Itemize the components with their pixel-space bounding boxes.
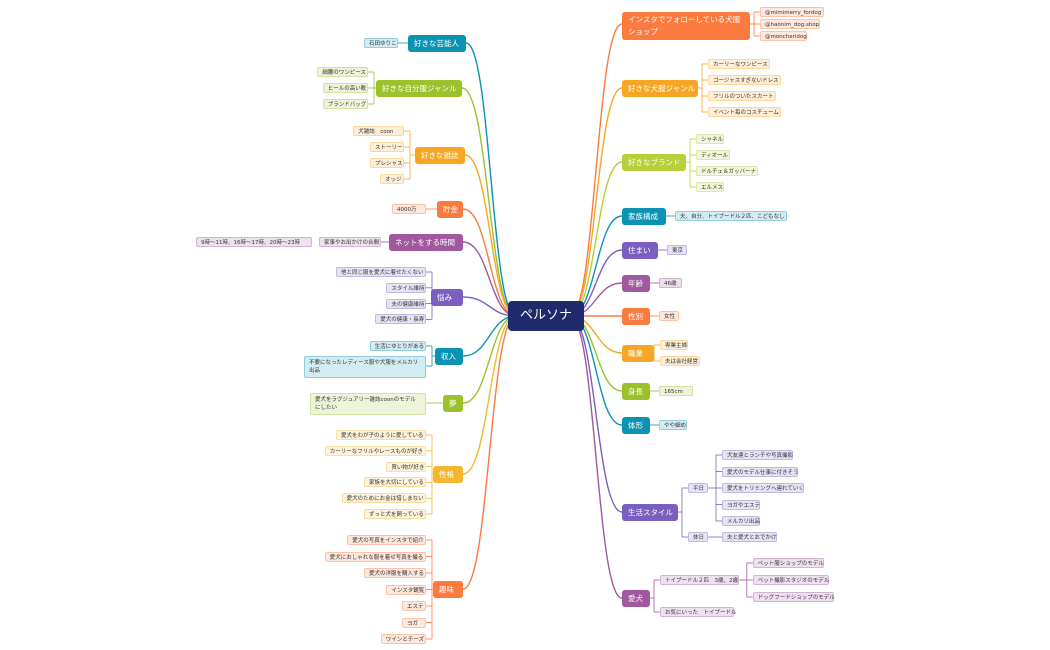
rbranch-4-leaf-0[interactable]: 東京 <box>667 245 687 255</box>
rbranch-2[interactable]: 好きなブランド <box>622 153 686 171</box>
rbranch-0-leaf-1[interactable]: @haonim_dog.shop <box>760 19 821 29</box>
rbranch-1-leaf-1[interactable]: ゴージャスすぎないドレス <box>708 75 782 85</box>
branch-6[interactable]: 収入 <box>435 347 463 365</box>
rbranch-10-group-0[interactable]: 平日 <box>688 483 708 493</box>
rbranch-1[interactable]: 好きな犬服ジャンル <box>622 79 698 97</box>
center-node[interactable]: ペルソナ <box>508 301 585 331</box>
rbranch-2-leaf-2[interactable]: ドルチェ＆ガッバーナ <box>696 166 758 176</box>
branch-5-leaf-2[interactable]: 夫の健康維持 <box>386 298 426 309</box>
rbranch-1-leaf-3[interactable]: イベント毎のコスチューム <box>708 107 782 117</box>
rbranch-1-leaf-2[interactable]: フリルのついたスカート <box>708 91 776 101</box>
branch-0-leaf-0[interactable]: 石田ゆりこ <box>364 38 398 48</box>
rbranch-5[interactable]: 年齢 <box>622 274 650 292</box>
rbranch-10-group-0-leaf-1[interactable]: 愛犬のモデル仕事に付きそう <box>722 466 799 477</box>
rbranch-10[interactable]: 生活スタイル <box>622 503 678 521</box>
rbranch-0-leaf-0[interactable]: @mimimerry_fordog <box>760 7 824 17</box>
branch-4[interactable]: ネットをする時間 <box>389 233 463 251</box>
connector-line <box>462 208 517 317</box>
branch-2-leaf-3[interactable]: オッジ <box>380 174 404 184</box>
connector-line <box>465 42 517 317</box>
rbranch-11[interactable]: 愛犬 <box>622 589 650 607</box>
rbranch-6-leaf-0[interactable]: 女性 <box>659 311 679 321</box>
rbranch-8-leaf-0[interactable]: 165cm <box>659 386 693 396</box>
branch-1[interactable]: 好きな自分服ジャンル <box>376 79 462 97</box>
rbranch-2-leaf-3[interactable]: エルメス <box>696 182 725 192</box>
rbranch-3[interactable]: 家族構成 <box>622 207 666 225</box>
rbranch-3-leaf-0[interactable]: 夫、自分、トイプードル２匹、こどもなし <box>675 211 788 221</box>
branch-5-leaf-3[interactable]: 愛犬の健康・長寿 <box>375 314 426 325</box>
branch-8-leaf-4[interactable]: 愛犬のためにお金は惜しまない <box>341 493 426 504</box>
branch-8-leaf-3[interactable]: 家族を大切にしている <box>364 477 426 488</box>
rbranch-0[interactable]: インスタでフォローしている犬服ショップ <box>622 12 750 40</box>
rbranch-11-group-0[interactable]: トイプードル２匹 3歳、2歳 <box>660 575 739 585</box>
branch-5-leaf-1[interactable]: スタイル維持 <box>386 282 426 293</box>
rbranch-9-leaf-0[interactable]: やや細め <box>659 420 688 430</box>
branch-8-leaf-1[interactable]: カーリーなフリルやレースものが好き <box>324 445 426 456</box>
branch-0[interactable]: 好きな芸能人 <box>408 34 466 52</box>
connector-line <box>462 315 517 590</box>
branch-3[interactable]: 貯金 <box>437 200 463 218</box>
branch-9-leaf-4[interactable]: エステ <box>402 601 426 611</box>
branch-2[interactable]: 好きな雑誌 <box>415 146 465 164</box>
rbranch-10-group-0-leaf-2[interactable]: 愛犬をトリミングへ連れていく <box>722 483 804 493</box>
branch-5[interactable]: 悩み <box>431 288 463 306</box>
branch-9-leaf-6[interactable]: ワインとチーズ <box>380 634 426 644</box>
rbranch-11-group-0-leaf-0[interactable]: ペット服ショップのモデル <box>752 558 824 568</box>
rbranch-8[interactable]: 身長 <box>622 382 650 400</box>
branch-1-leaf-0[interactable]: 細腰のワンピース <box>317 67 368 77</box>
branch-9-leaf-3[interactable]: インスタ観覧 <box>386 584 426 595</box>
branch-8-leaf-2[interactable]: 買い物が好き <box>386 461 426 472</box>
branch-8-leaf-5[interactable]: ずっと犬を飼っている <box>364 509 426 519</box>
branch-2-leaf-2[interactable]: プレシャス <box>370 158 404 168</box>
rbranch-5-leaf-0[interactable]: 46歳 <box>659 278 682 288</box>
connector-line <box>462 315 517 475</box>
rbranch-4[interactable]: 住まい <box>622 241 658 259</box>
rbranch-11-group-0-leaf-1[interactable]: ペット撮影スタジオのモデル <box>752 575 829 585</box>
connector-line <box>461 87 517 317</box>
rbranch-7-leaf-0[interactable]: 専業主婦 <box>660 340 689 350</box>
branch-6-leaf-1[interactable]: 不要になったレディース服や犬服をメルカリ出品 <box>304 356 426 378</box>
branch-9[interactable]: 趣味 <box>433 580 463 598</box>
rbranch-0-leaf-2[interactable]: @moncheridog <box>760 31 807 41</box>
branch-9-leaf-5[interactable]: ヨガ <box>402 617 426 628</box>
branch-7-leaf-0[interactable]: 愛犬をラグジュアリー雑誌coonのモデルにしたい <box>310 393 426 415</box>
branch-9-leaf-2[interactable]: 愛犬の洋服を購入する <box>364 568 426 578</box>
rbranch-10-group-0-leaf-3[interactable]: ヨガやエステ <box>722 499 761 510</box>
branch-8[interactable]: 性格 <box>433 465 463 483</box>
rbranch-1-leaf-0[interactable]: カーリーなワンピース <box>708 59 770 69</box>
rbranch-2-leaf-0[interactable]: シャネル <box>696 134 725 144</box>
branch-1-leaf-1[interactable]: ヒールの高い靴 <box>322 83 368 93</box>
rbranch-7-leaf-1[interactable]: 夫は会社経営 <box>660 356 700 366</box>
rbranch-10-group-0-leaf-4[interactable]: メルカリ出品 <box>722 516 761 526</box>
rbranch-10-group-1-leaf-0[interactable]: 夫と愛犬とおでかけ <box>722 532 777 542</box>
branch-6-leaf-0[interactable]: 生活にゆとりがある <box>369 341 426 351</box>
branch-9-leaf-1[interactable]: 愛犬におしゃれな服を着せ写真を撮る <box>324 551 426 562</box>
branch-3-leaf-0[interactable]: 4000万 <box>392 204 426 214</box>
connector-line <box>464 154 517 317</box>
branch-4-leaf-0[interactable]: 家事やお出かけの合間 <box>319 237 381 247</box>
rbranch-6[interactable]: 性別 <box>622 307 650 325</box>
rbranch-11-group-1[interactable]: お気にいった トイプードル <box>660 607 737 617</box>
rbranch-10-group-1[interactable]: 休日 <box>688 532 708 542</box>
branch-1-leaf-2[interactable]: ブランドバッグ <box>322 99 368 109</box>
rbranch-11-group-0-leaf-2[interactable]: ドッグフードショップのモデル <box>752 592 835 602</box>
branch-9-leaf-0[interactable]: 愛犬の写真をインスタで紹介 <box>347 535 426 545</box>
branch-2-leaf-1[interactable]: ストーリー <box>370 142 404 152</box>
branch-4-sub-0[interactable]: 9時〜11時、16時〜17時、20時〜23時 <box>196 237 312 247</box>
rbranch-2-leaf-1[interactable]: ディオール <box>696 150 730 160</box>
branch-7[interactable]: 夢 <box>443 394 463 412</box>
branch-5-leaf-0[interactable]: 他と同じ服を愛犬に着せたくない <box>336 267 426 277</box>
branch-2-leaf-0[interactable]: 犬雑誌 coon <box>353 126 404 136</box>
rbranch-10-group-0-leaf-0[interactable]: 犬友達とランチや写真撮影 <box>722 450 793 460</box>
branch-8-leaf-0[interactable]: 愛犬をわが子のように愛している <box>336 430 426 440</box>
rbranch-9[interactable]: 体形 <box>622 416 650 434</box>
rbranch-7[interactable]: 職業 <box>622 344 654 362</box>
